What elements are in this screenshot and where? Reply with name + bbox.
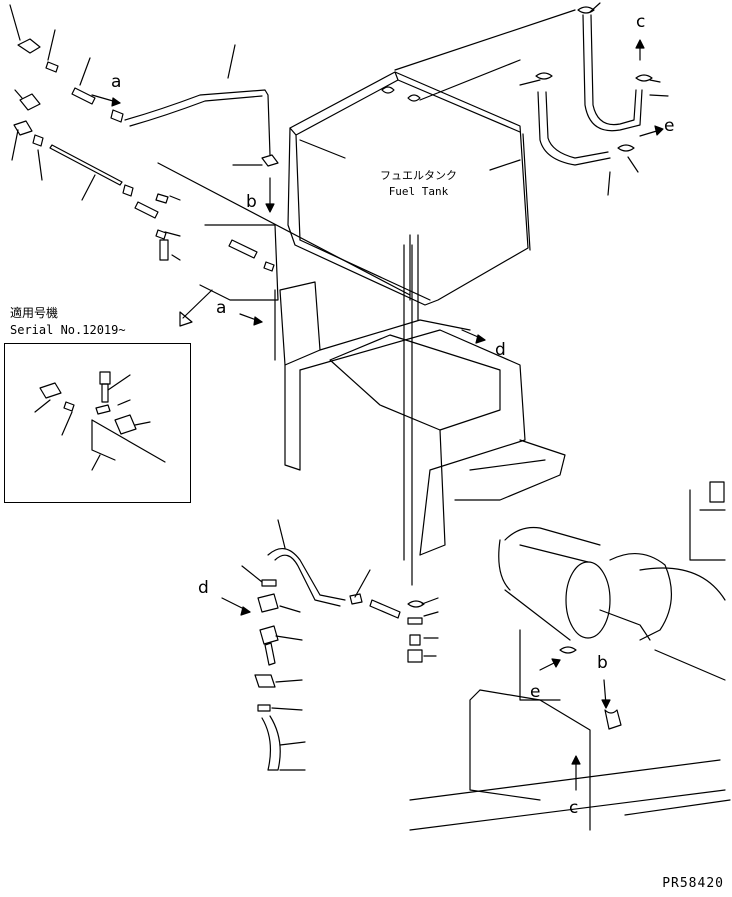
lower-parts xyxy=(241,519,439,771)
top-right-hoses xyxy=(519,2,669,196)
tank-label: フュエルタンク Fuel Tank xyxy=(380,168,457,200)
frame-bolts xyxy=(134,193,275,272)
serial-number: Serial No.12019~ xyxy=(10,323,126,337)
label-b-top: b xyxy=(246,192,257,212)
serial-callout xyxy=(179,224,279,327)
label-c-low: c xyxy=(569,798,579,818)
engine-assembly xyxy=(409,481,731,831)
tank-label-en: Fuel Tank xyxy=(388,185,449,198)
tank-label-jp: フュエルタンク xyxy=(380,169,457,182)
label-d-mid: d xyxy=(495,340,506,360)
label-d-low: d xyxy=(198,578,209,598)
arrow-d-mid xyxy=(461,329,486,344)
arrow-b-top xyxy=(265,177,275,213)
serial-heading-block: 適用号機 Serial No.12019~ xyxy=(10,305,126,339)
arrow-b-low xyxy=(601,679,611,709)
label-e-top: e xyxy=(664,116,675,136)
arrow-d-low xyxy=(221,597,251,616)
serial-box xyxy=(4,343,191,503)
part-code: PR58420 xyxy=(662,876,724,891)
label-c-top: c xyxy=(636,12,646,32)
label-a-top: a xyxy=(111,72,122,92)
arrow-e-low xyxy=(539,658,561,671)
serial-heading: 適用号機 xyxy=(10,306,59,320)
arrow-c-low xyxy=(571,755,581,791)
arrow-a-mid xyxy=(239,313,263,326)
label-b-low: b xyxy=(597,653,608,673)
label-e-low: e xyxy=(530,682,541,702)
serial-box-parts xyxy=(34,371,166,471)
arrow-a-top xyxy=(91,94,121,107)
leader-lines xyxy=(157,9,576,586)
tank-frame xyxy=(274,281,566,556)
top-left-parts xyxy=(9,4,279,201)
label-a-mid: a xyxy=(216,298,227,318)
